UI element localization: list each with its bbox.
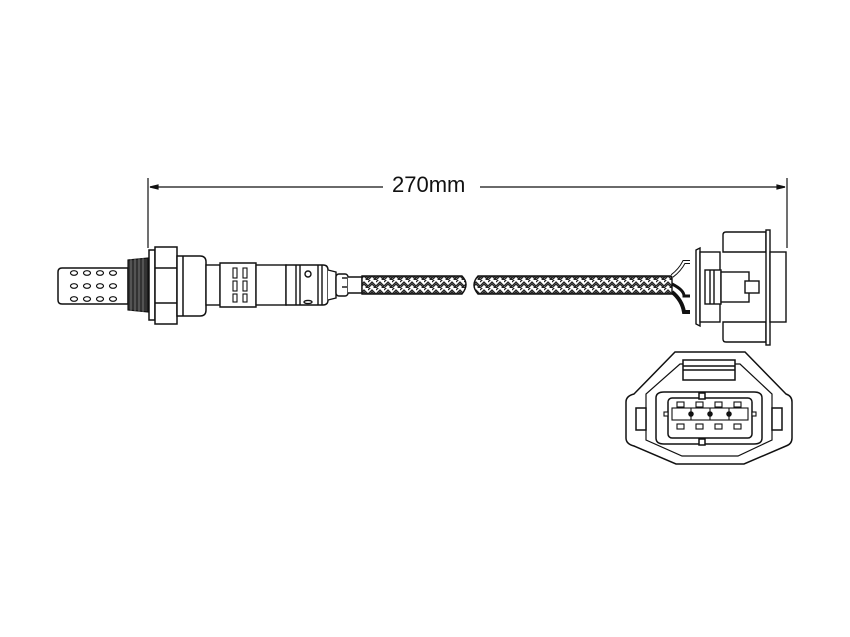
braided-cable — [361, 260, 690, 314]
sensor-tip — [57, 267, 129, 305]
dimension-label: 270mm — [388, 172, 470, 198]
hex-nut — [148, 246, 207, 325]
dimension-line — [147, 178, 788, 248]
threaded-body — [127, 257, 149, 313]
connector-front-view — [625, 351, 793, 465]
connector-side-view — [695, 229, 787, 346]
sensor-housing — [205, 262, 363, 308]
